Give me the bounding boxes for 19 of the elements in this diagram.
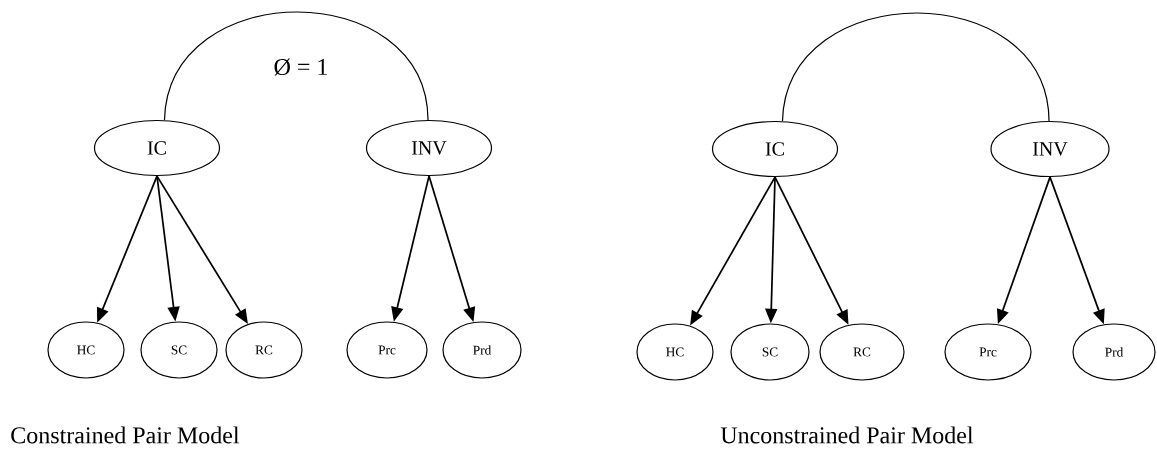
caption-text: Constrained Pair Model: [11, 426, 240, 444]
oval-node: HC: [47, 321, 125, 379]
oval-node: SC: [140, 321, 218, 379]
oval-node: INV: [990, 120, 1110, 178]
oval-node: Prc: [346, 321, 428, 379]
oval-node: SC: [730, 323, 810, 381]
oval-node: RC: [225, 321, 303, 379]
oval-node: Prd: [1072, 323, 1156, 381]
oval-node: IC: [711, 120, 839, 178]
oval-node: Prc: [944, 323, 1032, 381]
caption-text: Unconstrained Pair Model: [720, 426, 974, 444]
oval-node: INV: [365, 119, 493, 177]
connector-arc: [163, 11, 429, 121]
connector-arc: [781, 12, 1050, 122]
oval-node: RC: [819, 323, 905, 381]
edge-label: Ø = 1: [274, 58, 327, 76]
oval-node: Prd: [442, 321, 522, 379]
oval-node: IC: [93, 119, 221, 177]
oval-node: HC: [636, 323, 714, 381]
